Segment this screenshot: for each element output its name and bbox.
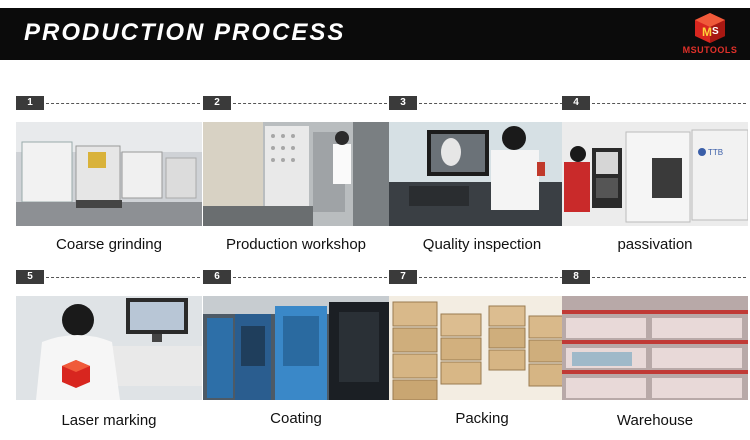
- step-label: Quality inspection: [422, 236, 542, 253]
- divider: [46, 277, 200, 278]
- laser-marking-photo: [16, 296, 202, 400]
- divider: [233, 103, 387, 104]
- svg-text:M: M: [702, 25, 712, 39]
- step-label: passivation: [617, 236, 693, 253]
- divider: [419, 277, 573, 278]
- brand-logo: M S MSUTOOLS: [674, 12, 746, 58]
- brand-name: MSUTOOLS: [682, 45, 738, 55]
- divider: [46, 103, 200, 104]
- ms-cube-logo-icon: M S: [695, 13, 725, 43]
- header-banner: PRODUCTION PROCESS M S MSUTOOLS: [0, 8, 750, 60]
- divider: [419, 103, 573, 104]
- divider: [592, 277, 746, 278]
- step-number: 7: [389, 270, 417, 284]
- svg-text:TTB: TTB: [708, 148, 723, 157]
- divider: [592, 103, 746, 104]
- packing-photo: [389, 296, 575, 400]
- step-label: Production workshop: [225, 236, 367, 253]
- step-label: Laser marking: [61, 412, 157, 429]
- step-label: Coating: [270, 410, 322, 427]
- warehouse-photo: [562, 296, 748, 400]
- coarse-grinding-photo: [16, 122, 202, 226]
- step-number: 1: [16, 96, 44, 110]
- step-label: Warehouse: [616, 412, 694, 429]
- production-workshop-photo: [203, 122, 389, 226]
- step-number: 5: [16, 270, 44, 284]
- quality-inspection-photo: [389, 122, 575, 226]
- passivation-photo: TTB: [562, 122, 748, 226]
- step-number: 2: [203, 96, 231, 110]
- coating-photo: [203, 296, 389, 400]
- step-label: Coarse grinding: [56, 236, 162, 253]
- step-number: 3: [389, 96, 417, 110]
- step-label: Packing: [455, 410, 509, 427]
- step-number: 6: [203, 270, 231, 284]
- step-number: 8: [562, 270, 590, 284]
- page-title: PRODUCTION PROCESS: [24, 19, 346, 46]
- divider: [233, 277, 387, 278]
- svg-text:S: S: [712, 26, 719, 37]
- step-number: 4: [562, 96, 590, 110]
